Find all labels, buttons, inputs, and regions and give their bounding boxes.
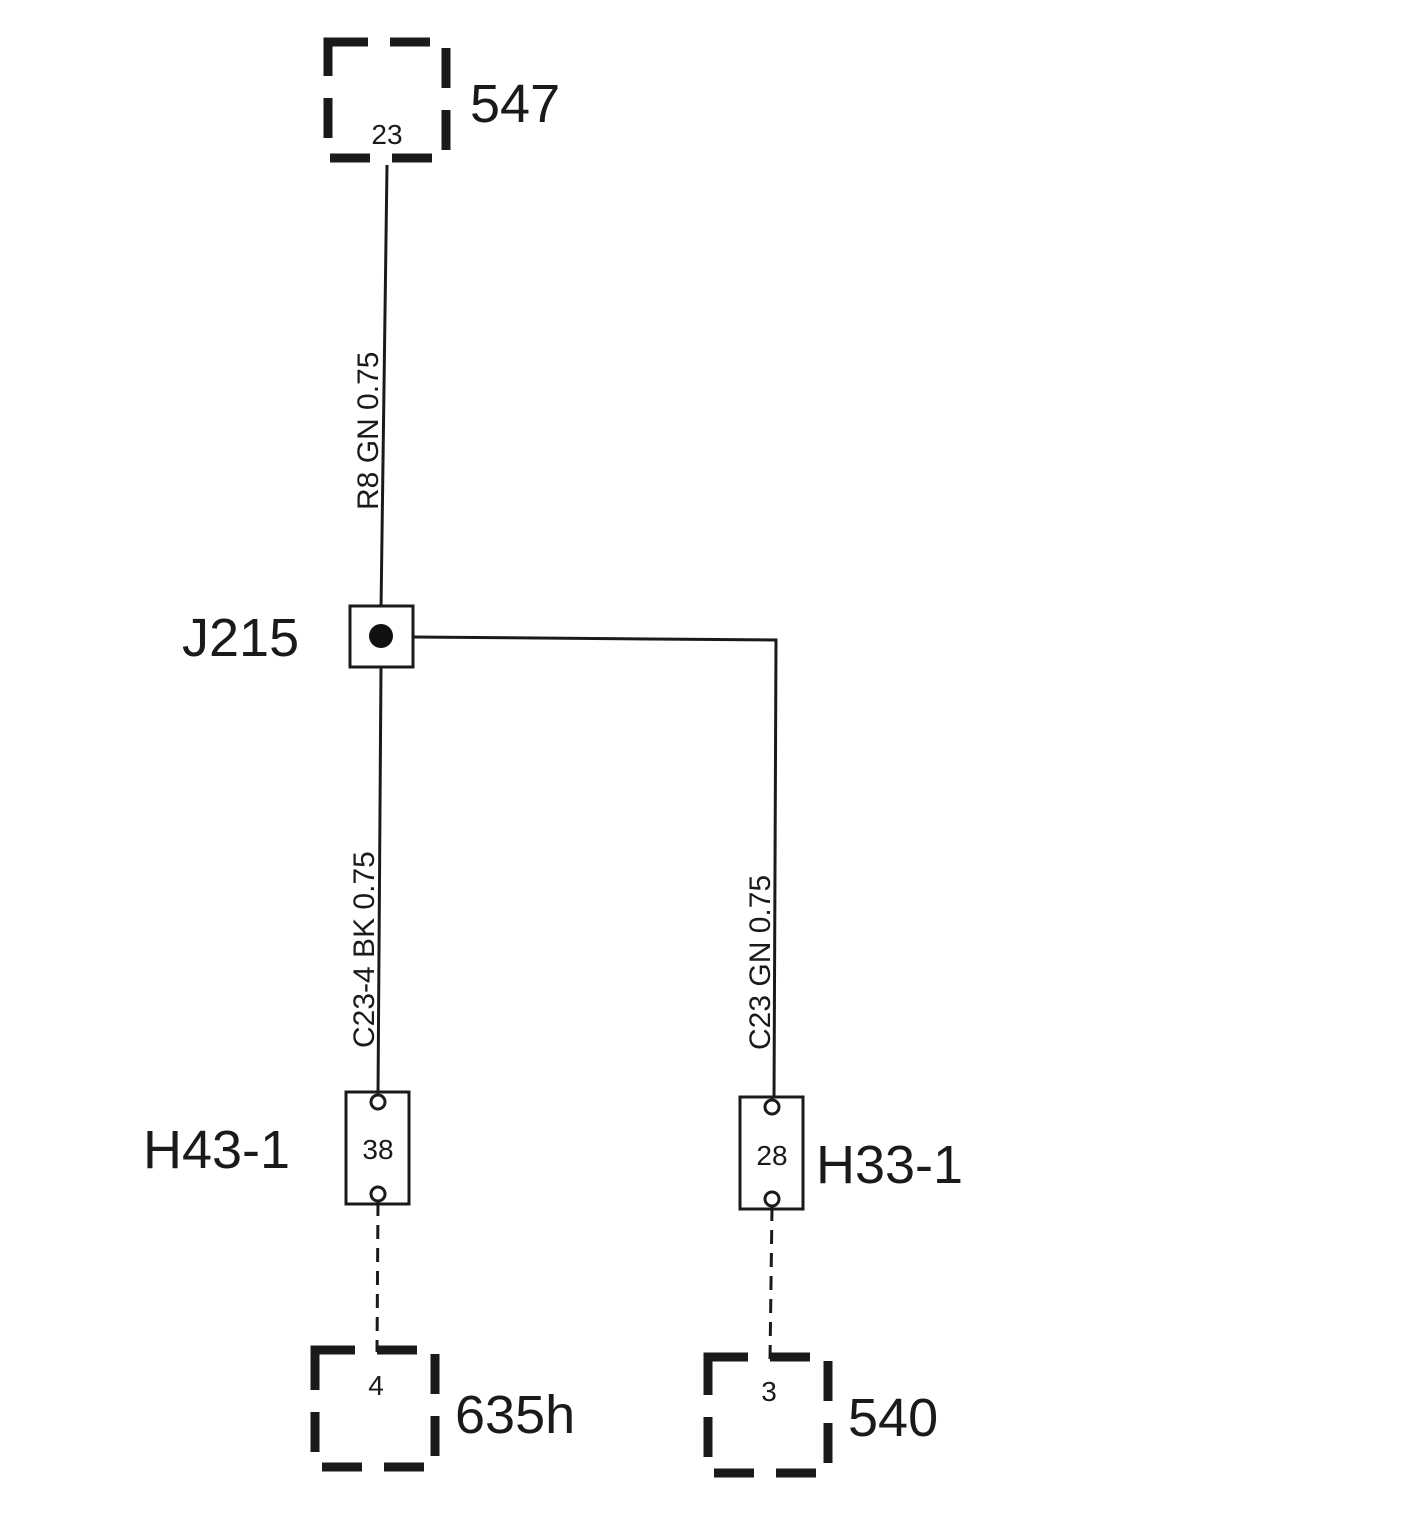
component-547-pin: 23	[371, 119, 402, 150]
splice-j215: J215	[182, 604, 415, 669]
wire-c23-color: GN	[744, 942, 777, 987]
component-547-label: 547	[470, 74, 560, 134]
splice-j215-label: J215	[182, 608, 299, 668]
connector-h33-1-label: H33-1	[816, 1135, 963, 1195]
wire-c23-4-circuit: C23-4	[348, 966, 381, 1048]
svg-text:R8 GN 0.75: R8 GN 0.75	[352, 352, 385, 510]
component-540-box	[703, 1352, 833, 1478]
connector-h33-1-box	[738, 1095, 805, 1211]
component-540-pin: 3	[761, 1376, 777, 1407]
component-540-label: 540	[848, 1388, 938, 1448]
wire-r8-circuit: R8	[352, 472, 385, 510]
component-547: 23 547	[323, 37, 560, 163]
wire-c23-4-size: 0.75	[348, 851, 381, 909]
connector-h33-1-pin-top	[763, 1098, 781, 1116]
wire-c23-4-label: C23-4 BK 0.75	[348, 851, 381, 1048]
wire-h43-to-635h	[375, 1201, 380, 1353]
connector-h33-1-pin-number: 28	[756, 1140, 787, 1171]
component-635h-box	[310, 1345, 440, 1472]
connector-h43-1-pin-bottom	[369, 1185, 387, 1203]
wire-r8-color: GN	[352, 418, 385, 463]
svg-text:C23-4 BK 0.75: C23-4 BK 0.75	[348, 851, 381, 1048]
connector-h43-1-pin-top	[369, 1093, 387, 1111]
wire-c23-size: 0.75	[744, 875, 777, 933]
wire-r8	[379, 164, 389, 611]
component-635h: 4 635h	[310, 1345, 575, 1472]
wire-r8-label: R8 GN 0.75	[352, 352, 385, 510]
connector-h43-1-pin-number: 38	[362, 1134, 393, 1165]
connector-h43-1-box	[344, 1090, 411, 1206]
wire-c23-branch	[412, 635, 778, 1101]
splice-j215-box	[348, 604, 415, 669]
wire-h33-to-540	[768, 1206, 774, 1361]
connector-h43-1: 38 H43-1	[143, 1090, 411, 1206]
wire-c23-circuit: C23	[744, 995, 777, 1050]
wire-c23-label: C23 GN 0.75	[744, 875, 777, 1050]
connector-h43-1-label: H43-1	[143, 1120, 290, 1180]
svg-text:C23 GN 0.75: C23 GN 0.75	[744, 875, 777, 1050]
component-547-box	[323, 37, 451, 163]
wire-c23-4-color: BK	[348, 918, 381, 958]
connector-h33-1: 28 H33-1	[738, 1095, 963, 1211]
connector-h33-1-pin-bottom	[763, 1190, 781, 1208]
component-635h-pin: 4	[368, 1370, 384, 1401]
component-635h-label: 635h	[455, 1385, 575, 1445]
component-540: 3 540	[703, 1352, 938, 1478]
splice-j215-dot	[369, 624, 393, 648]
wire-c23-4	[376, 666, 383, 1096]
wire-r8-size: 0.75	[352, 352, 385, 410]
